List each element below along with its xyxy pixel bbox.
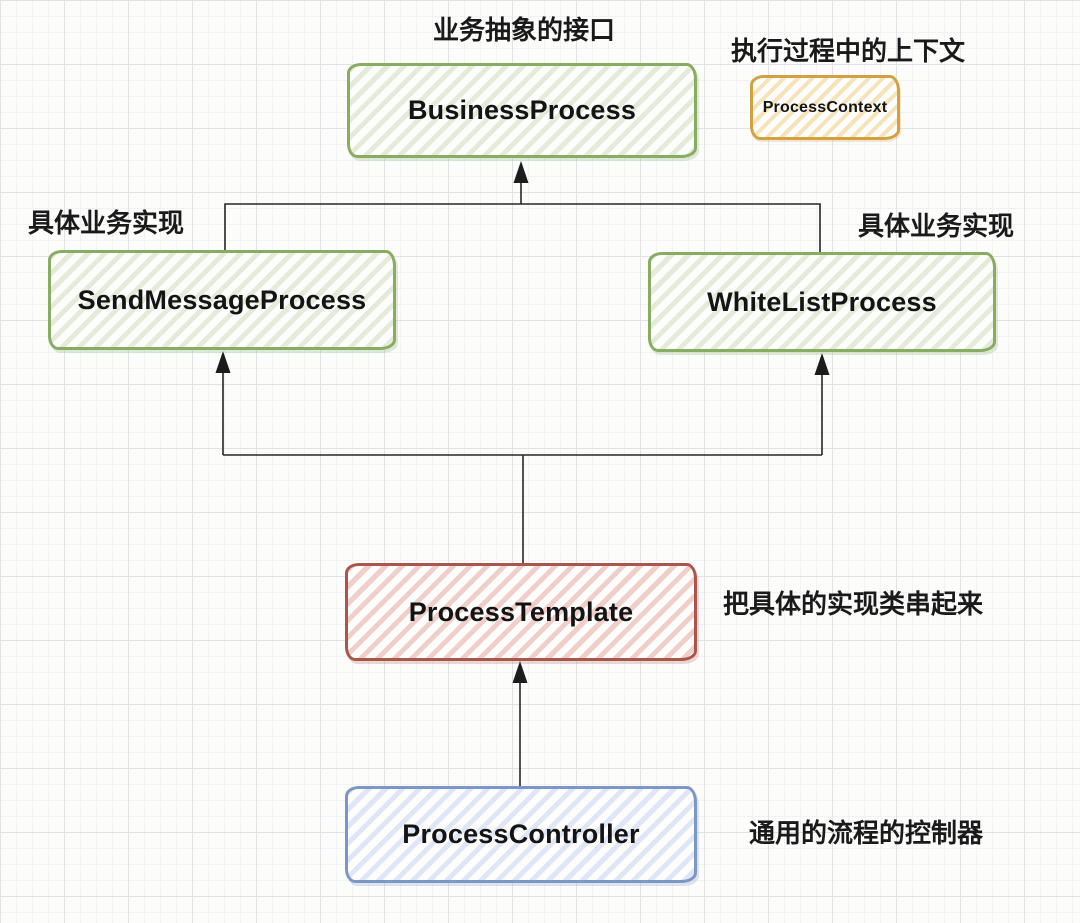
node-process-controller: ProcessController bbox=[345, 786, 697, 883]
node-process-template-label: ProcessTemplate bbox=[408, 596, 634, 627]
node-process-context-label: ProcessContext bbox=[762, 98, 888, 116]
node-white-list-process-label: WhiteListProcess bbox=[707, 286, 937, 317]
node-white-list-process: WhiteListProcess bbox=[648, 252, 996, 352]
node-process-controller-label: ProcessController bbox=[402, 819, 640, 849]
node-process-template: ProcessTemplate bbox=[345, 563, 697, 661]
node-business-process-label: BusinessProcess bbox=[407, 95, 637, 125]
annotation-white-list-process: 具体业务实现 bbox=[858, 211, 1015, 241]
node-business-process: BusinessProcess bbox=[347, 63, 697, 158]
annotation-process-controller: 通用的流程的控制器 bbox=[749, 818, 984, 848]
annotation-business-process: 业务抽象的接口 bbox=[432, 15, 616, 45]
annotation-send-message-process: 具体业务实现 bbox=[28, 208, 185, 238]
node-process-context: ProcessContext bbox=[750, 75, 900, 140]
annotation-process-template: 把具体的实现类串起来 bbox=[723, 589, 984, 619]
node-send-message-process-label: SendMessageProcess bbox=[77, 284, 367, 315]
annotation-process-context: 执行过程中的上下文 bbox=[731, 36, 966, 66]
node-send-message-process: SendMessageProcess bbox=[48, 250, 396, 350]
